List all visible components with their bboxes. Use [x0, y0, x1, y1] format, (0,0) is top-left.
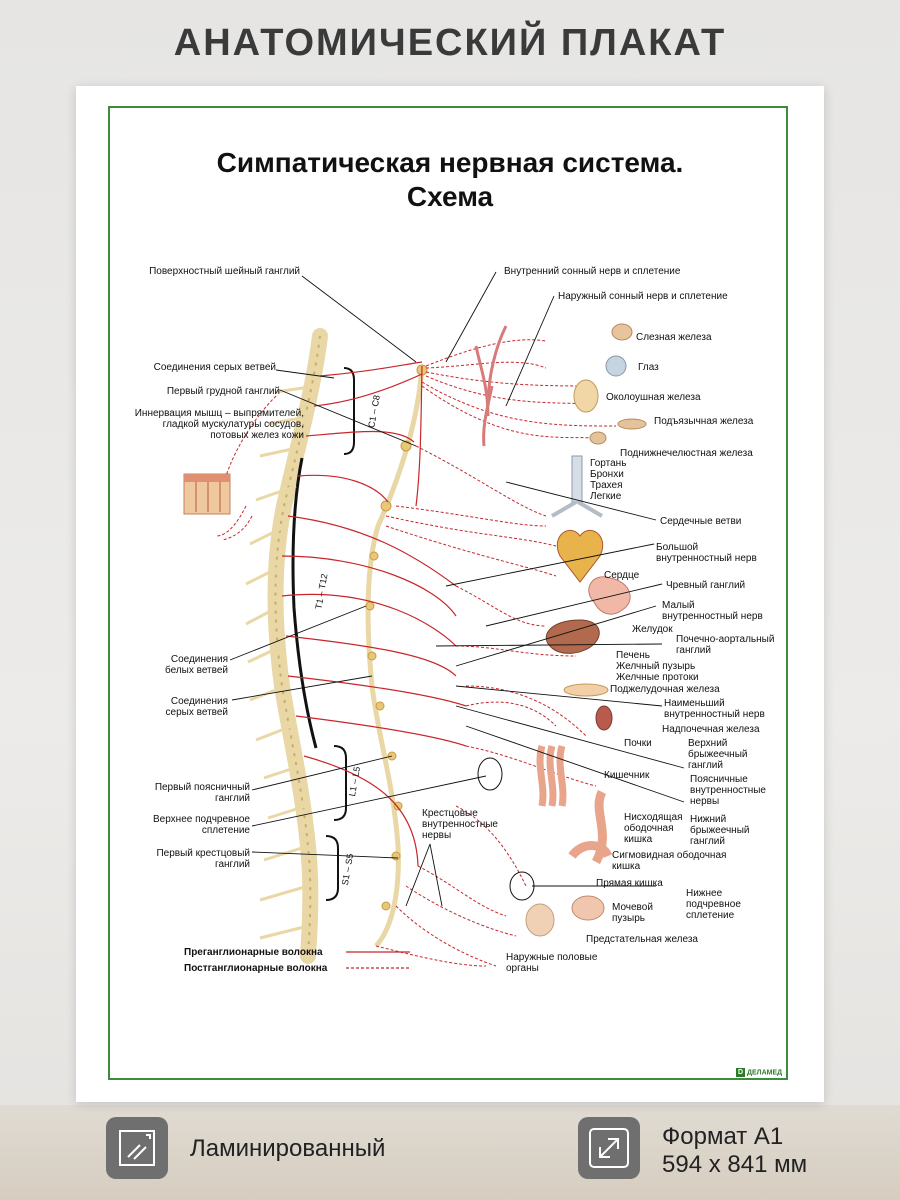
- bracket-lumbar: [333, 745, 347, 821]
- label-eye: Глаз: [638, 362, 659, 373]
- label-pancreas: Поджелудочная железа: [610, 684, 720, 695]
- label-cardiac-branches: Сердечные ветви: [660, 516, 742, 527]
- sympathetic-trunk: [365, 365, 425, 948]
- label-parotid: Околоушная железа: [606, 392, 701, 403]
- label-submandibular: Поднижнечелюстная железа: [620, 448, 753, 459]
- format-size: 594 x 841 мм: [662, 1151, 808, 1178]
- skin-block-art: [183, 473, 231, 515]
- resize-icon: [578, 1117, 640, 1179]
- intestine-art: [536, 744, 567, 807]
- label-external-carotid: Наружный сонный нерв и сплетение: [558, 291, 728, 302]
- label-internal-carotid: Внутренний сонный нерв и сплетение: [504, 266, 681, 277]
- legend-postganglionic: Постганглионарные волокна: [184, 963, 328, 974]
- legend-preganglionic: Преганглионарные волокна: [184, 947, 323, 958]
- label-gray-rami-1: Соединения серых ветвей: [153, 362, 276, 373]
- label-superficial-cervical-ganglion: Поверхностный шейный ганглий: [149, 266, 300, 277]
- diagram-art: [183, 271, 685, 969]
- parotid-art: [573, 379, 599, 413]
- label-stomach: Желудок: [632, 624, 673, 635]
- label-kidneys: Почки: [624, 738, 652, 749]
- label-heart: Сердце: [604, 570, 640, 581]
- bracket-sacral: [325, 835, 339, 901]
- descending-colon-art: [591, 789, 607, 865]
- lacrimal-gland-art: [611, 323, 633, 341]
- label-adrenal: Надпочечная железа: [662, 724, 760, 735]
- carotid-art: [474, 325, 508, 447]
- pointer-lines: [229, 271, 685, 907]
- label-prostate: Предстательная железа: [586, 934, 698, 945]
- preganglionic-fibers: [281, 361, 467, 867]
- format-name: Формат А1: [662, 1123, 784, 1150]
- bracket-cervical: [343, 367, 355, 455]
- feature-format-text: Формат А1 594 x 841 мм: [662, 1123, 807, 1179]
- kidney-art: [595, 705, 613, 731]
- poster-frame: [108, 106, 788, 1080]
- feature-laminated: Ламинированный: [106, 1117, 466, 1181]
- trachea-art: [571, 455, 583, 503]
- superior-hypogastric-ellipse: [477, 757, 503, 791]
- banner-title: АНАТОМИЧЕСКИЙ ПЛАКАТ: [173, 22, 727, 64]
- inferior-hypogastric-ellipse: [509, 871, 535, 901]
- laminate-icon: [106, 1117, 168, 1179]
- heart-art: [557, 529, 603, 583]
- eye-art: [605, 355, 627, 377]
- genitals-art: [525, 903, 555, 937]
- poster-title: Симпатическая нервная система. Схема: [76, 146, 824, 214]
- bracket-thoracic: [291, 457, 318, 749]
- stomach-art: [588, 576, 631, 615]
- bronchi-art: [550, 500, 604, 518]
- sublingual-art: [617, 418, 647, 430]
- label-celiac-ganglion: Чревный ганглий: [666, 580, 746, 591]
- label-innervation: Иннервация мышц – выпрямителей,гладкой м…: [134, 408, 304, 441]
- poster: Симпатическая нервная система. Схема: [76, 86, 824, 1102]
- pancreas-art: [563, 683, 609, 697]
- spinal-rami: [245, 384, 317, 940]
- label-intestine: Кишечник: [604, 770, 650, 781]
- poster-title-line2: Схема: [406, 181, 494, 212]
- poster-title-line1: Симпатическая нервная система.: [216, 147, 684, 178]
- bladder-art: [571, 895, 605, 921]
- label-rectum: Прямая кишка: [596, 878, 663, 889]
- feature-laminated-text: Ламинированный: [190, 1135, 386, 1162]
- label-first-thoracic-ganglion: Первый грудной ганглий: [166, 386, 280, 397]
- label-sublingual: Подъязычная железа: [654, 416, 754, 427]
- logo-mark-icon: D: [736, 1068, 745, 1077]
- feature-format: Формат А1 594 x 841 мм: [578, 1117, 878, 1181]
- sigmoid-colon-art: [568, 841, 613, 859]
- submandibular-art: [589, 431, 607, 445]
- label-lacrimal-gland: Слезная железа: [636, 332, 712, 343]
